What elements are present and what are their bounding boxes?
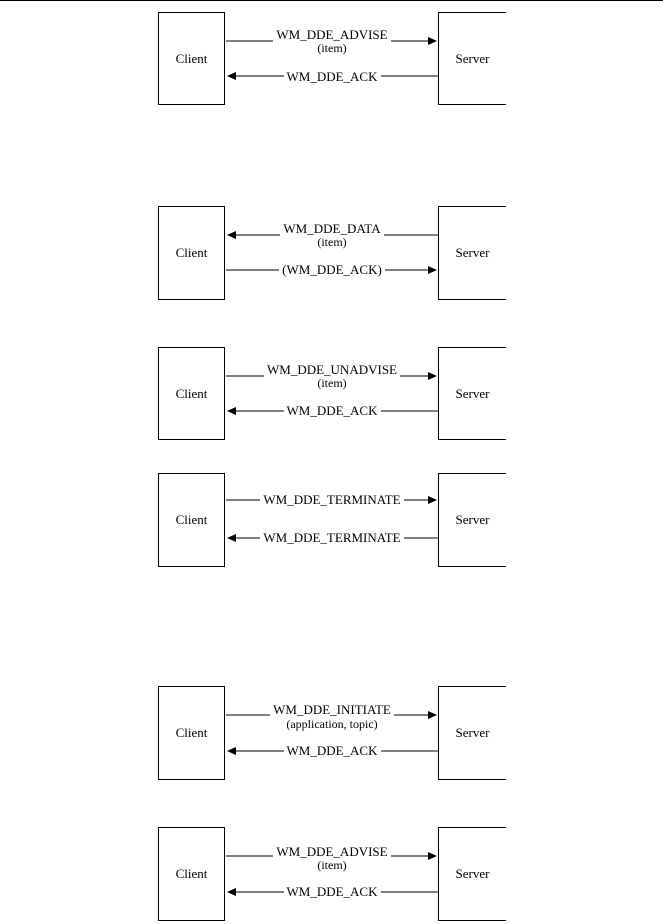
client-label: Client [175,245,208,260]
server-label: Server [455,245,490,260]
message-param: (item) [317,235,347,249]
client-label: Client [175,866,208,881]
message-label: WM_DDE_TERMINATE [226,492,438,507]
server-label: Server [455,385,490,401]
server-box: Server [438,473,506,567]
client-box: Client [158,827,225,921]
message-param: (item) [317,858,347,872]
server-label: Server [455,725,490,740]
client-label: Client [175,725,208,740]
message-label: WM_DDE_ACK [226,743,438,758]
server-label: Server [455,866,490,881]
message-label: WM_DDE_ACK [226,884,438,899]
server-label: Server [455,50,490,66]
server-box: Server [438,827,506,921]
client-box: Client [158,206,225,300]
message-label: WM_DDE_ACK [226,69,438,84]
server-box: Server [438,686,506,780]
message-label: WM_DDE_TERMINATE [226,530,438,545]
server-box: Server [438,206,506,300]
top-rule [0,0,663,1]
message-param: (application, topic) [286,717,378,731]
message-label: WM_DDE_UNADVISE [226,362,438,377]
client-label: Client [175,385,208,401]
message-label: WM_DDE_ADVISE [226,27,438,42]
client-box: Client [158,12,225,105]
server-label: Server [455,512,490,527]
message-label: WM_DDE_ADVISE [226,844,438,859]
message-param: (item) [317,41,347,55]
message-label: WM_DDE_INITIATE [226,702,438,717]
server-box: Server [438,12,506,105]
client-label: Client [175,50,208,66]
client-label: Client [175,512,208,527]
message-label: WM_DDE_DATA [226,221,438,236]
client-box: Client [158,473,225,567]
client-box: Client [158,347,225,440]
message-label: WM_DDE_ACK [226,403,438,418]
client-box: Client [158,686,225,780]
message-label: (WM_DDE_ACK) [226,262,438,277]
server-box: Server [438,347,506,440]
message-param: (item) [317,376,347,390]
